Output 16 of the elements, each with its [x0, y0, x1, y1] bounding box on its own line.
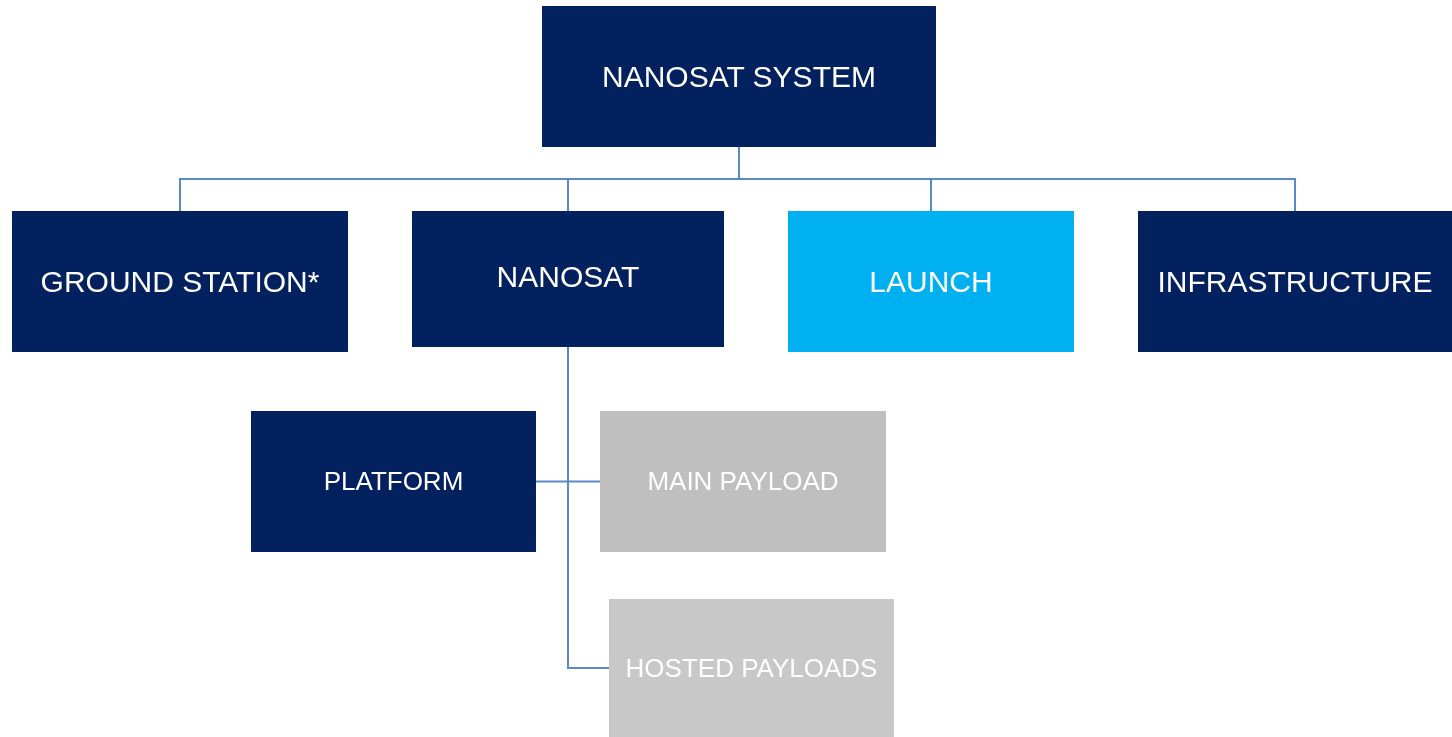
- hierarchy-box: [12, 211, 348, 352]
- box-label: GROUND STATION*: [40, 264, 320, 299]
- box-label: LAUNCH: [869, 264, 993, 299]
- hierarchy-box: [1138, 211, 1452, 352]
- box-label: NANOSAT SYSTEM: [602, 59, 876, 94]
- box-label: INFRASTRUCTURE: [1157, 264, 1433, 299]
- box-label: PLATFORM: [323, 466, 464, 497]
- box-label: MAIN PAYLOAD: [647, 466, 839, 497]
- hierarchy-box: [412, 211, 724, 347]
- box-label: NANOSAT: [496, 260, 640, 294]
- hierarchy-box: [788, 211, 1074, 352]
- hierarchy-box: [542, 6, 936, 147]
- connector-line: [567, 346, 610, 669]
- hierarchy-box: [600, 411, 886, 552]
- hierarchy-box: [609, 599, 894, 737]
- hierarchy-box: [251, 411, 536, 552]
